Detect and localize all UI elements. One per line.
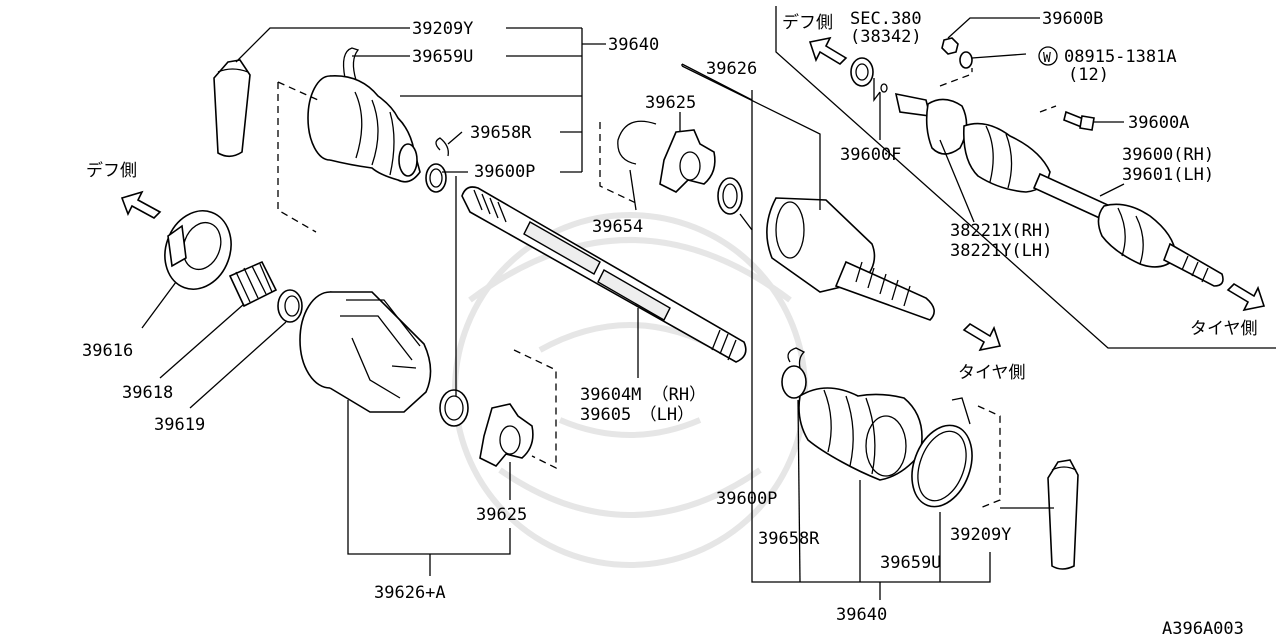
arrow-tire-side-right bbox=[1226, 282, 1266, 312]
spider-assembly-upper bbox=[659, 129, 716, 193]
ring-mid bbox=[717, 177, 743, 215]
label-39600P-bottom: 39600P bbox=[716, 489, 777, 509]
dashed-guide-bottom-right bbox=[977, 405, 1001, 509]
flange-and-shaft-assembly bbox=[894, 92, 1224, 287]
label-08915-qty: (12) bbox=[1068, 65, 1109, 85]
arrow-diff-side-top bbox=[808, 36, 848, 66]
snap-ring-c bbox=[617, 120, 657, 165]
oil-seal bbox=[850, 57, 874, 87]
grease-tube-top bbox=[213, 59, 251, 158]
arrow-diff-side-left bbox=[120, 190, 162, 219]
label-39600B: 39600B bbox=[1042, 9, 1103, 29]
label-39209Y-top: 39209Y bbox=[412, 19, 473, 39]
label-tire-side-mid: タイヤ側 bbox=[958, 363, 1026, 383]
boot-neck-top bbox=[398, 143, 418, 177]
label-39625-top: 39625 bbox=[645, 93, 696, 113]
dashed-guide-top-right bbox=[939, 68, 1057, 113]
part-labels: 39209Y 39659U 39640 39658R 39600P 39626 … bbox=[82, 9, 1258, 638]
label-tire-side-right: タイヤ側 bbox=[1190, 319, 1258, 339]
label-39658R-top: 39658R bbox=[470, 123, 532, 143]
label-39616: 39616 bbox=[82, 341, 133, 361]
label-39600RH: 39600(RH) bbox=[1122, 145, 1214, 165]
drive-shaft bbox=[461, 186, 747, 363]
label-39658R-bottom: 39658R bbox=[758, 529, 820, 549]
label-diff-side-left: デフ側 bbox=[86, 160, 137, 181]
ring-lower bbox=[439, 389, 469, 427]
label-39600A: 39600A bbox=[1128, 113, 1189, 133]
label-washer-mark: W bbox=[1043, 51, 1051, 66]
label-39626: 39626 bbox=[706, 59, 757, 79]
label-39604M: 39604M （RH） bbox=[580, 385, 706, 405]
bolt-39600A bbox=[1063, 110, 1095, 131]
boot-band-small-bottom bbox=[781, 347, 807, 399]
ring-top bbox=[425, 163, 447, 193]
label-39605: 39605 （LH） bbox=[580, 405, 694, 425]
spring bbox=[228, 260, 278, 308]
label-sec380: SEC.380 bbox=[850, 9, 922, 29]
label-sec38342: (38342) bbox=[850, 27, 922, 47]
label-08915: 08915-1381A bbox=[1064, 47, 1177, 67]
label-39659U-bottom: 39659U bbox=[880, 553, 941, 573]
label-39625-bottom: 39625 bbox=[476, 505, 527, 525]
nut-39600B bbox=[941, 37, 959, 55]
label-39640-bottom: 39640 bbox=[836, 605, 887, 625]
label-39618: 39618 bbox=[122, 383, 173, 403]
diagram-code: A396A003 bbox=[1162, 619, 1244, 638]
label-39600F: 39600F bbox=[840, 145, 901, 165]
boot-inner-top bbox=[307, 75, 421, 183]
leader-lines bbox=[141, 6, 1276, 600]
label-39626A: 39626+A bbox=[374, 583, 446, 603]
cover-plate bbox=[164, 210, 232, 290]
label-39209Y-bottom: 39209Y bbox=[950, 525, 1011, 545]
snap-ring-top bbox=[435, 137, 449, 157]
washer-symbol-circle bbox=[1038, 46, 1058, 66]
label-diff-side-top: デフ側 bbox=[782, 12, 833, 33]
boot-band-large-bottom bbox=[911, 397, 973, 508]
dashed-guide-upper bbox=[599, 122, 639, 205]
washer-08915 bbox=[959, 51, 973, 69]
label-39600P-top: 39600P bbox=[474, 162, 535, 182]
label-39640-top: 39640 bbox=[608, 35, 659, 55]
label-39601LH: 39601(LH) bbox=[1122, 165, 1214, 185]
label-39619: 39619 bbox=[154, 415, 205, 435]
outer-joint-housing bbox=[766, 197, 935, 321]
label-38221Y: 38221Y(LH) bbox=[950, 241, 1052, 261]
label-38221X: 38221X(RH) bbox=[950, 221, 1052, 241]
joint-housing bbox=[299, 291, 432, 413]
dashed-guide-lower-spider bbox=[513, 349, 557, 470]
boot-band-small-top bbox=[342, 47, 360, 81]
label-39659U-top: 39659U bbox=[412, 47, 473, 67]
label-39654: 39654 bbox=[592, 217, 643, 237]
dashed-guide-top-left bbox=[277, 81, 319, 233]
circlip-39600F bbox=[880, 83, 888, 93]
spider-assembly-lower bbox=[479, 403, 534, 467]
arrow-tire-side-mid bbox=[962, 322, 1002, 352]
spacer bbox=[277, 289, 303, 323]
boot-outer-bottom bbox=[798, 387, 923, 481]
grease-tube-bottom bbox=[1047, 459, 1079, 570]
